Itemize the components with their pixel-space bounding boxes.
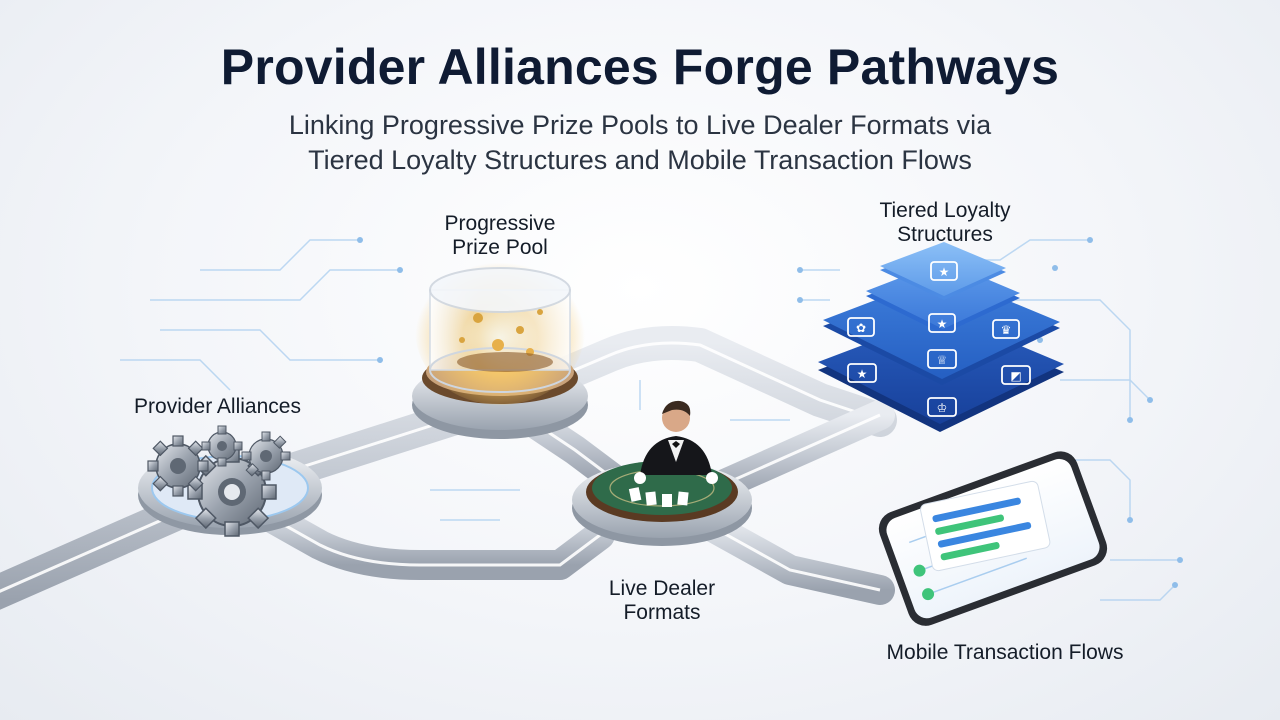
subtitle-line-2: Tiered Loyalty Structures and Mobile Tra…	[0, 143, 1280, 178]
svg-text:♔: ♔	[937, 401, 948, 415]
page-title: Provider Alliances Forge Pathways	[0, 38, 1280, 96]
provider-alliances-label: Provider Alliances	[100, 395, 335, 419]
svg-text:★: ★	[939, 265, 950, 279]
live-dealer-node	[572, 401, 752, 546]
live-dealer-label-line-1: Live Dealer	[562, 577, 762, 601]
svg-text:◩: ◩	[1010, 369, 1021, 383]
svg-text:♕: ♕	[937, 353, 948, 367]
mobile-node	[874, 446, 1112, 631]
subtitle-line-1: Linking Progressive Prize Pools to Live …	[0, 108, 1280, 143]
live-dealer-label: Live Dealer Formats	[562, 577, 762, 625]
svg-text:✿: ✿	[856, 321, 866, 335]
glass-jar-icon	[415, 255, 585, 405]
prize-pool-label-line-2: Prize Pool	[400, 236, 600, 260]
svg-text:♛: ♛	[1001, 323, 1012, 337]
svg-text:★: ★	[857, 367, 868, 381]
provider-alliances-node	[138, 426, 322, 536]
smartphone-icon	[874, 446, 1112, 631]
loyalty-label-line-2: Structures	[835, 223, 1055, 247]
loyalty-label: Tiered Loyalty Structures	[835, 199, 1055, 247]
live-dealer-label-line-2: Formats	[562, 601, 762, 625]
svg-text:★: ★	[937, 317, 948, 331]
prize-pool-label-line-1: Progressive	[400, 212, 600, 236]
prize-pool-node	[412, 255, 588, 439]
prize-pool-label: Progressive Prize Pool	[400, 212, 600, 260]
page-subtitle: Linking Progressive Prize Pools to Live …	[0, 108, 1280, 178]
loyalty-label-line-1: Tiered Loyalty	[835, 199, 1055, 223]
mobile-label: Mobile Transaction Flows	[850, 641, 1160, 665]
